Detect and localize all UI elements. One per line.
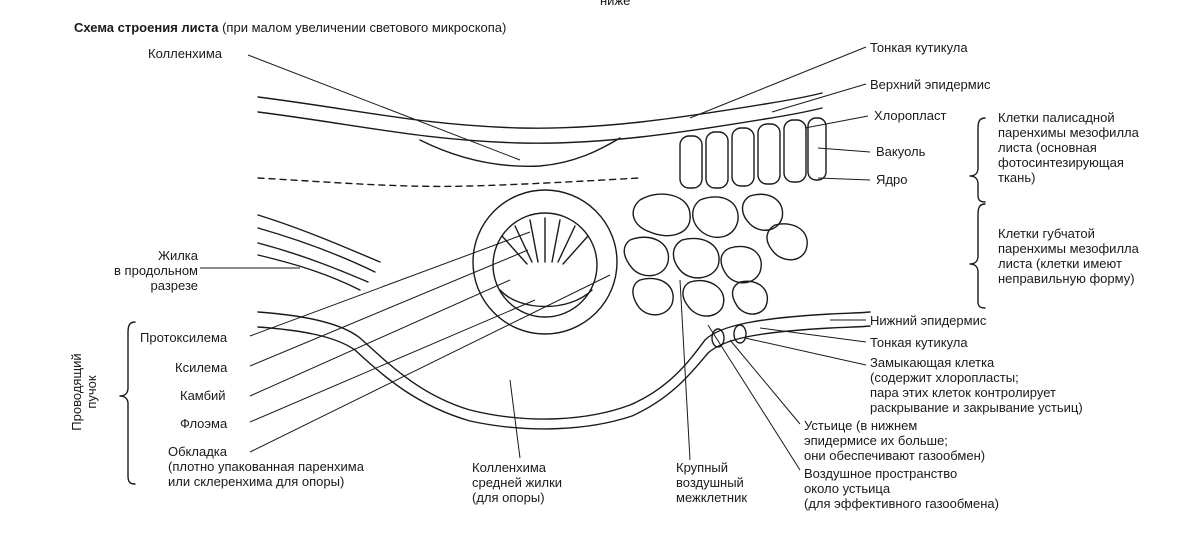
guard-cell [733, 324, 747, 344]
spongy-cell [632, 277, 674, 316]
leader-stoma [729, 339, 801, 425]
leader-guard-cell [744, 337, 867, 366]
label-collenchyma: Колленхима [148, 46, 223, 61]
label-nucleus: Ядро [876, 172, 908, 187]
leader-chloroplast [804, 115, 869, 129]
label-upper-epidermis: Верхний эпидермис [870, 77, 991, 92]
title-rest: (при малом увеличении светового микроско… [222, 20, 507, 35]
bracket-vascular-bundle [119, 321, 136, 485]
leader-sheath [249, 274, 611, 453]
upper-collenchyma [419, 137, 621, 167]
label-air-space: Крупный воздушный межклетник [676, 460, 748, 505]
leader-cambium [249, 279, 511, 397]
leader-upper-epidermis [771, 83, 867, 113]
lower-epidermis-outer [257, 311, 871, 420]
vascular-bundle-outline [472, 189, 618, 335]
label-palisade: Клетки палисадной паренхимы мезофилла ли… [998, 110, 1139, 185]
label-cambium: Камбий [180, 388, 226, 403]
spongy-cell [692, 196, 739, 239]
top-fragment: ниже [600, 0, 631, 8]
label-stoma: Устьице (в нижнем эпидермисе их больше; … [804, 418, 986, 463]
leader-vacuole [817, 147, 871, 153]
guard-cell [711, 328, 725, 348]
vein-longitudinal-top [257, 214, 381, 263]
label-chloroplast: Хлоропласт [874, 108, 947, 123]
spongy-cell [682, 280, 725, 317]
title-bold: Схема строения листа [74, 20, 219, 35]
palisade-cell [757, 123, 781, 185]
spongy-cell [766, 223, 808, 261]
leader-air-space [679, 279, 691, 461]
bracket-spongy [969, 203, 986, 309]
palisade-cell [705, 131, 729, 189]
label-spongy: Клетки губчатой паренхимы мезофилла лист… [998, 226, 1139, 286]
upper-epidermis-inner [257, 107, 823, 144]
leader-midrib-collenchyma [509, 379, 521, 459]
mesophyll-boundary [257, 177, 641, 188]
label-midrib-collenchyma: Колленхима средней жилки (для опоры) [472, 460, 563, 505]
label-protoxylem: Протоксилема [140, 330, 228, 345]
upper-epidermis-outer [257, 92, 823, 129]
leader-collenchyma [247, 54, 521, 161]
label-guard-cell: Замыкающая клетка (содержит хлоропласты;… [870, 355, 1083, 415]
bracket-palisade [969, 117, 986, 203]
label-xylem: Ксилема [175, 360, 228, 375]
label-sheath: Обкладка (плотно упакованная паренхима и… [168, 444, 364, 489]
leader-nucleus [817, 177, 871, 181]
label-vein: Жилка в продольном разрезе [114, 248, 198, 293]
leader-protoxylem [249, 231, 531, 337]
phloem-arc [499, 289, 593, 308]
leader-phloem [249, 299, 536, 423]
spongy-cell [623, 236, 670, 277]
label-lower-epidermis: Нижний эпидермис [870, 313, 987, 328]
label-thin-cuticle-bottom: Тонкая кутикула [870, 335, 968, 350]
palisade-cell [731, 127, 755, 187]
spongy-cell [731, 280, 769, 315]
label-stomatal-air-space: Воздушное пространство около устьица (дл… [804, 466, 999, 511]
palisade-cell [679, 135, 703, 189]
spongy-cell [632, 193, 691, 237]
label-vacuole: Вакуоль [876, 144, 926, 159]
page-title: Схема строения листа (при малом увеличен… [74, 20, 506, 36]
leader-stomatal-air-space [707, 324, 801, 471]
label-thin-cuticle-top: Тонкая кутикула [870, 40, 968, 55]
spongy-cell [741, 193, 784, 231]
lower-epidermis-inner [257, 325, 871, 430]
spongy-cell [672, 237, 720, 279]
spongy-cell [720, 245, 762, 284]
label-phloem: Флоэма [180, 416, 228, 431]
vein-longitudinal-bottom [257, 254, 361, 291]
palisade-cell [783, 119, 807, 183]
leader-thin-cuticle-bottom [759, 327, 867, 343]
leader-xylem [249, 249, 529, 367]
leader-thin-cuticle-top [689, 46, 867, 119]
label-vascular-bundle: Проводящий пучок [69, 353, 99, 431]
